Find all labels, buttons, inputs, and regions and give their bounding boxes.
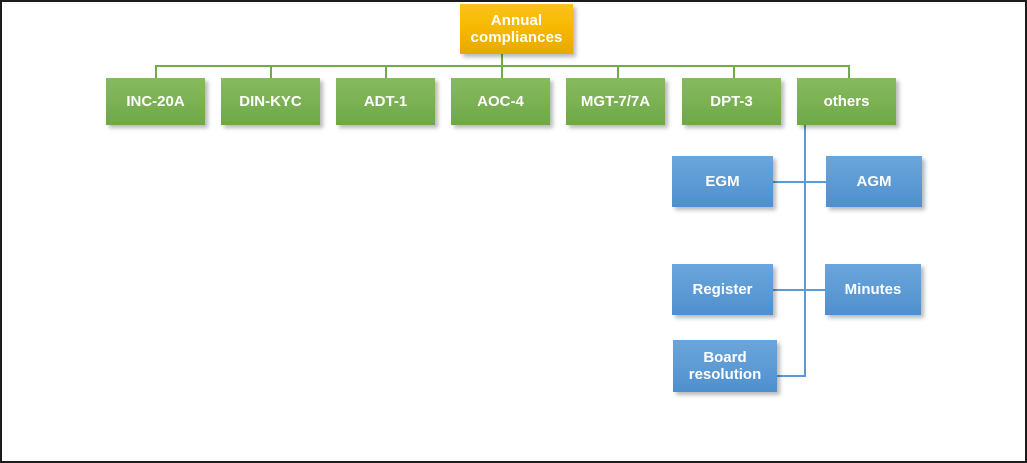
node-others[interactable]: others bbox=[797, 78, 896, 125]
node-label: INC-20A bbox=[126, 92, 185, 110]
node-egm[interactable]: EGM bbox=[672, 156, 773, 207]
connector-register-to-trunk bbox=[773, 289, 806, 291]
node-label: others bbox=[823, 92, 870, 110]
node-label: AOC-4 bbox=[477, 92, 524, 110]
node-label: Minutes bbox=[844, 280, 902, 298]
connector-root-drop bbox=[501, 54, 503, 66]
node-minutes[interactable]: Minutes bbox=[825, 264, 921, 315]
connector-drop-adt1 bbox=[385, 65, 387, 78]
connector-trunk-to-minutes bbox=[804, 289, 826, 291]
connector-drop-mgt7 bbox=[617, 65, 619, 78]
node-agm[interactable]: AGM bbox=[826, 156, 922, 207]
node-aoc-4[interactable]: AOC-4 bbox=[451, 78, 550, 125]
node-label-line2: resolution bbox=[688, 366, 762, 383]
connector-drop-others bbox=[848, 65, 850, 78]
node-inc-20a[interactable]: INC-20A bbox=[106, 78, 205, 125]
connector-trunk-to-board-resolution bbox=[772, 375, 806, 377]
node-dpt-3[interactable]: DPT-3 bbox=[682, 78, 781, 125]
node-register[interactable]: Register bbox=[672, 264, 773, 315]
node-label: DPT-3 bbox=[710, 92, 753, 110]
node-label: Register bbox=[692, 280, 753, 298]
connector-egm-to-trunk bbox=[773, 181, 806, 183]
node-label-line2: compliances bbox=[470, 29, 563, 46]
connector-drop-dpt3 bbox=[733, 65, 735, 78]
node-din-kyc[interactable]: DIN-KYC bbox=[221, 78, 320, 125]
node-label: ADT-1 bbox=[363, 92, 408, 110]
node-annual-compliances[interactable]: Annual compliances bbox=[460, 4, 573, 54]
connector-drop-aoc4 bbox=[501, 65, 503, 78]
node-mgt-7-7a[interactable]: MGT-7/7A bbox=[566, 78, 665, 125]
node-label: AGM bbox=[856, 172, 892, 190]
node-label: EGM bbox=[705, 172, 740, 190]
connector-trunk-to-agm bbox=[804, 181, 827, 183]
node-label: DIN-KYC bbox=[239, 92, 302, 110]
connector-drop-dinkyc bbox=[270, 65, 272, 78]
node-adt-1[interactable]: ADT-1 bbox=[336, 78, 435, 125]
connector-others-trunk bbox=[804, 125, 806, 376]
node-label: MGT-7/7A bbox=[580, 92, 651, 110]
node-label-line1: Annual bbox=[490, 11, 543, 29]
node-board-resolution[interactable]: Board resolution bbox=[673, 340, 777, 392]
node-label-line1: Board bbox=[703, 348, 747, 366]
connector-drop-inc20a bbox=[155, 65, 157, 78]
